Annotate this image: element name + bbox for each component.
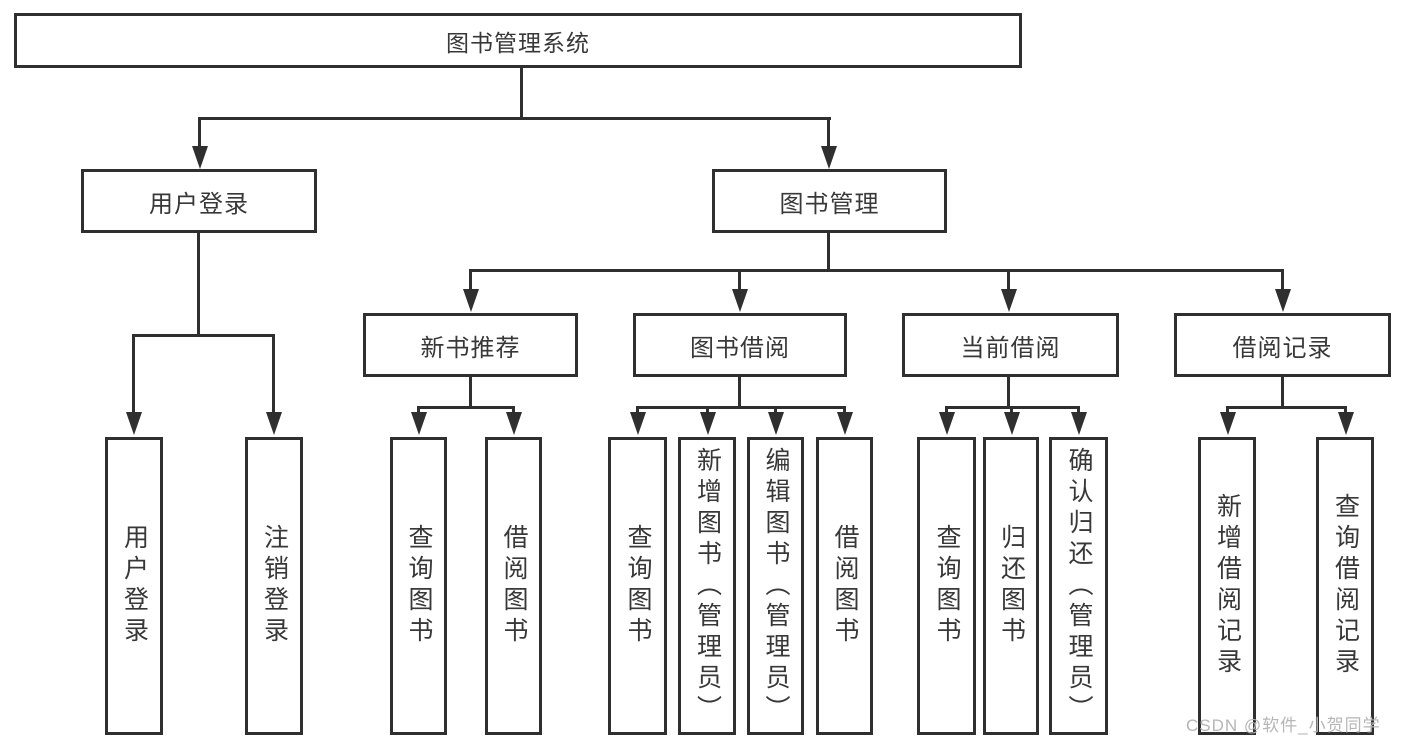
node-borrow-records-label: 借阅记录 (1232, 334, 1333, 362)
node-new-book-recommend: 新书推荐 (363, 313, 578, 377)
leaf-br-query-record-label: 查询借阅记录 (1331, 493, 1360, 679)
leaf-logout: 注销登录 (245, 437, 303, 735)
connector-level3-branch (470, 269, 1284, 272)
leaf-user-login: 用户登录 (105, 437, 163, 735)
node-new-book-recommend-label: 新书推荐 (420, 334, 521, 362)
arrow-to-current-borrow (1007, 269, 1010, 289)
leaf-cb-query-books-label: 查询图书 (933, 524, 961, 648)
node-user-login-label: 用户登录 (149, 190, 249, 218)
arrow-bb-edit-books (774, 406, 777, 412)
connector-book-management-stem (827, 233, 830, 272)
leaf-cb-confirm-return-admin: 确认归还（管理员） (1049, 437, 1108, 735)
leaf-cb-return-books: 归还图书 (983, 437, 1039, 735)
leaf-bb-borrow-books: 借阅图书 (816, 437, 873, 735)
connector-nbr-stem (469, 377, 472, 409)
arrow-to-book-management (827, 117, 830, 146)
arrow-bb-borrow-books (843, 406, 846, 412)
leaf-bb-add-books-admin: 新增图书（管理员） (678, 437, 736, 735)
connector-nbr-branch (417, 406, 515, 409)
arrow-to-leaf-user-login (132, 334, 135, 412)
arrow-to-leaf-logout (272, 334, 275, 412)
leaf-br-add-record-label: 新增借阅记录 (1213, 493, 1242, 679)
leaf-cb-confirm-return-admin-label: 确认归还（管理员） (1065, 446, 1093, 726)
arrow-nbr-query-books (417, 406, 420, 412)
arrow-bb-query-books (636, 406, 639, 412)
arrow-br-query-record (1344, 406, 1347, 412)
leaf-nbr-query-books-label: 查询图书 (405, 524, 433, 648)
arrow-nbr-borrow-books (512, 406, 515, 412)
node-book-management-label: 图书管理 (779, 190, 880, 218)
arrow-to-book-borrow (738, 269, 741, 289)
node-book-borrow: 图书借阅 (633, 313, 847, 377)
node-root-system: 图书管理系统 (14, 13, 1022, 68)
leaf-nbr-borrow-books-label: 借阅图书 (500, 524, 528, 648)
leaf-bb-query-books: 查询图书 (608, 437, 667, 735)
connector-cb-stem (1007, 377, 1010, 409)
leaf-nbr-query-books: 查询图书 (390, 437, 447, 735)
node-root-label: 图书管理系统 (446, 29, 590, 56)
connector-user-login-stem (197, 233, 200, 337)
connector-user-login-branch (132, 334, 275, 337)
leaf-user-login-label: 用户登录 (120, 524, 149, 648)
node-user-login: 用户登录 (81, 169, 317, 233)
leaf-br-add-record: 新增借阅记录 (1198, 437, 1256, 735)
connector-level2-branch (198, 117, 831, 120)
arrow-cb-return-books (1010, 406, 1013, 412)
arrow-bb-add-books (706, 406, 709, 412)
leaf-cb-query-books: 查询图书 (917, 437, 976, 735)
leaf-br-query-record: 查询借阅记录 (1316, 437, 1374, 735)
arrow-to-user-login (198, 117, 201, 146)
connector-bb-stem (738, 377, 741, 409)
leaf-bb-edit-books-admin-label: 编辑图书（管理员） (762, 446, 790, 726)
leaf-logout-label: 注销登录 (260, 524, 289, 648)
node-current-borrow-label: 当前借阅 (960, 334, 1061, 362)
leaf-bb-add-books-admin-label: 新增图书（管理员） (693, 446, 722, 726)
leaf-cb-return-books-label: 归还图书 (997, 524, 1026, 648)
node-book-management: 图书管理 (712, 169, 947, 233)
leaf-nbr-borrow-books: 借阅图书 (485, 437, 542, 735)
csdn-watermark: CSDN @软件_小贺同学 (1186, 716, 1381, 735)
arrow-to-borrow-records (1281, 269, 1284, 289)
connector-br-branch (1226, 406, 1347, 409)
node-current-borrow: 当前借阅 (902, 313, 1119, 377)
leaf-bb-edit-books-admin: 编辑图书（管理员） (747, 437, 804, 735)
arrow-cb-query-books (945, 406, 948, 412)
connector-br-stem (1281, 377, 1284, 409)
node-borrow-records: 借阅记录 (1174, 313, 1391, 377)
arrow-cb-confirm-return (1077, 406, 1080, 412)
connector-root-stem (520, 66, 523, 119)
node-book-borrow-label: 图书借阅 (690, 334, 790, 362)
arrow-br-add-record (1226, 406, 1229, 412)
arrow-to-new-book-recommend (469, 269, 472, 289)
leaf-bb-query-books-label: 查询图书 (624, 524, 652, 648)
leaf-bb-borrow-books-label: 借阅图书 (831, 524, 859, 648)
connector-bb-branch (636, 406, 846, 409)
